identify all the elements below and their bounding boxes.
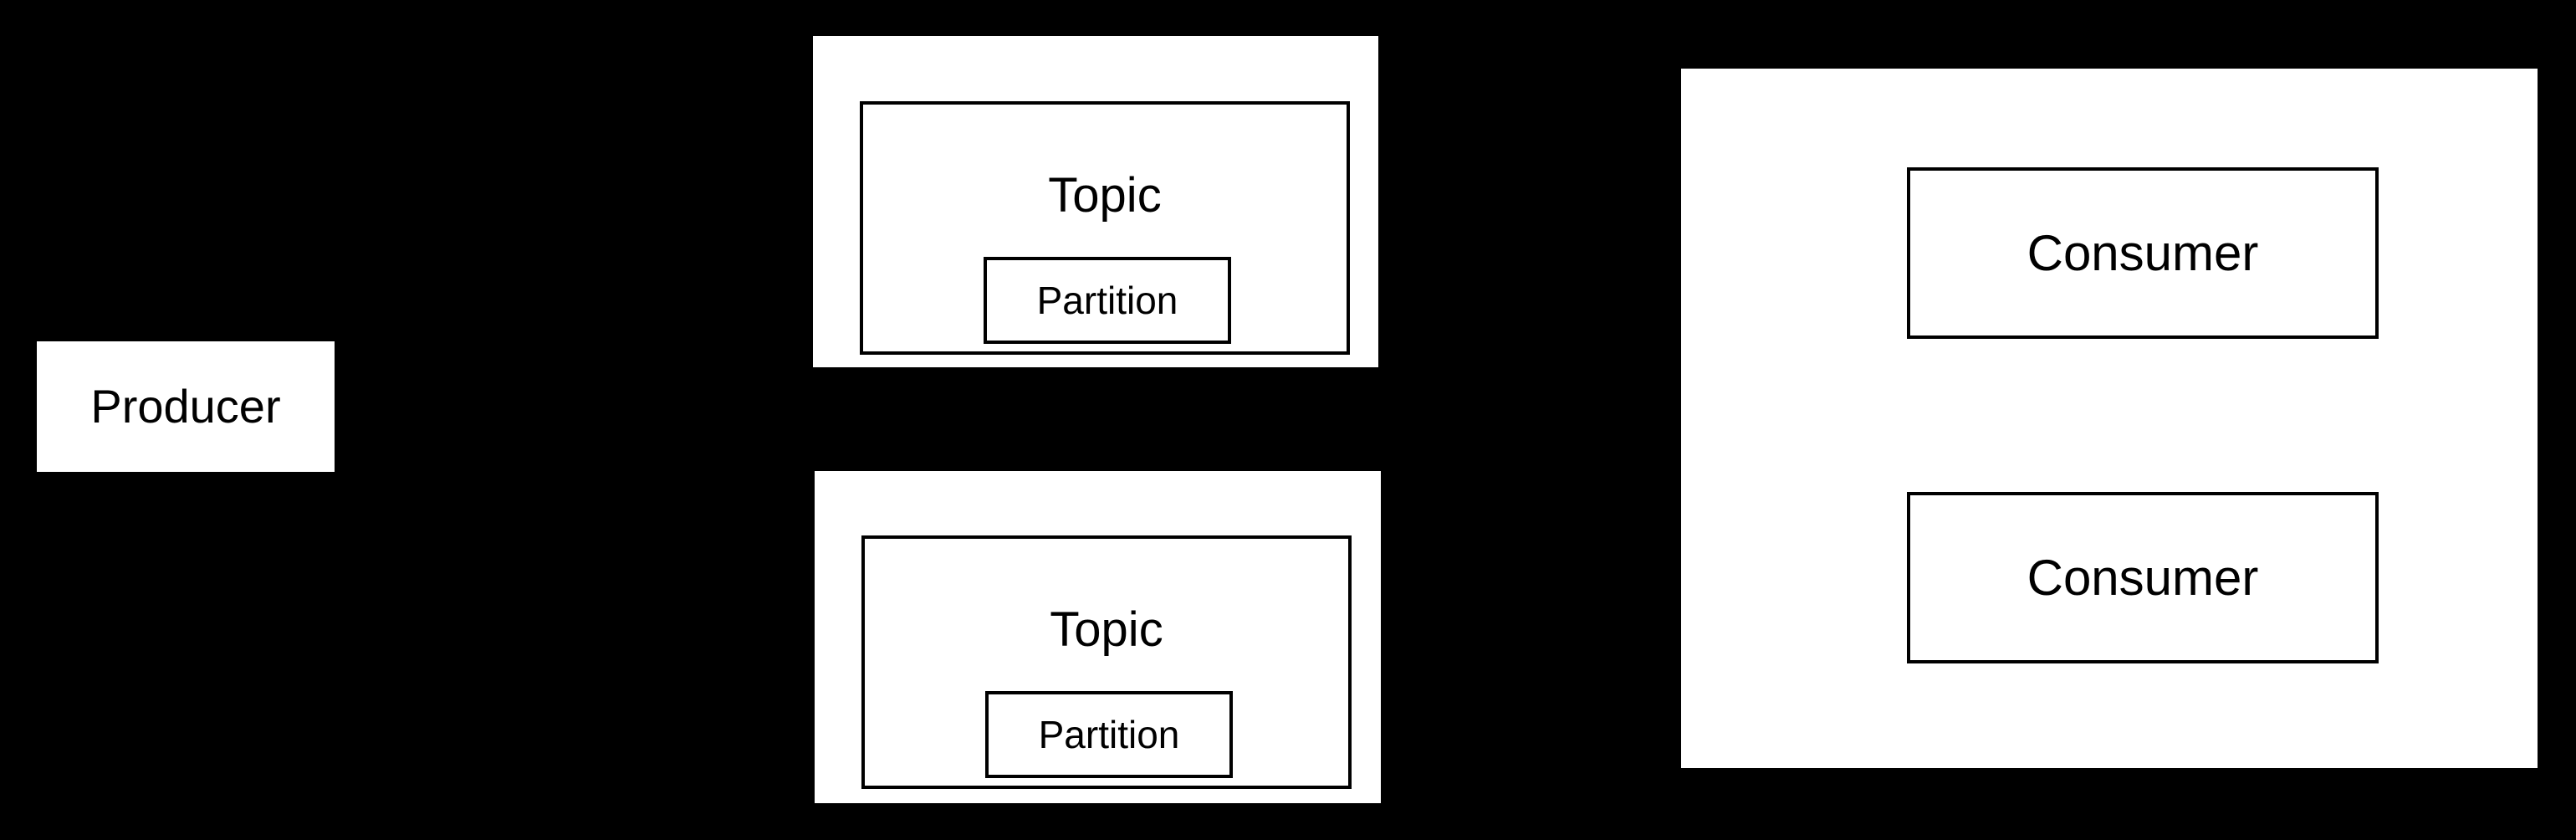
topic-title-2: Topic [1050, 602, 1163, 657]
partition-label-1: Partition [1036, 279, 1178, 322]
topic-box-1: Topic Partition [860, 101, 1350, 355]
partition-label-2: Partition [1038, 713, 1180, 756]
topic-title-1: Topic [1048, 168, 1162, 223]
producer-label: Producer [90, 380, 281, 433]
topic-box-2: Topic Partition [861, 535, 1352, 789]
topic-container-2: Topic Partition [815, 471, 1381, 803]
producer-node: Producer [37, 341, 335, 472]
partition-box-2: Partition [985, 691, 1233, 778]
topic-container-1: Topic Partition [813, 36, 1378, 367]
consumer-label-1: Consumer [2027, 224, 2259, 281]
consumer-box-1: Consumer [1907, 167, 2379, 339]
partition-box-1: Partition [984, 257, 1231, 344]
consumer-label-2: Consumer [2027, 549, 2259, 606]
consumer-box-2: Consumer [1907, 492, 2379, 663]
consumer-group-container: Consumer Consumer [1681, 69, 2538, 768]
